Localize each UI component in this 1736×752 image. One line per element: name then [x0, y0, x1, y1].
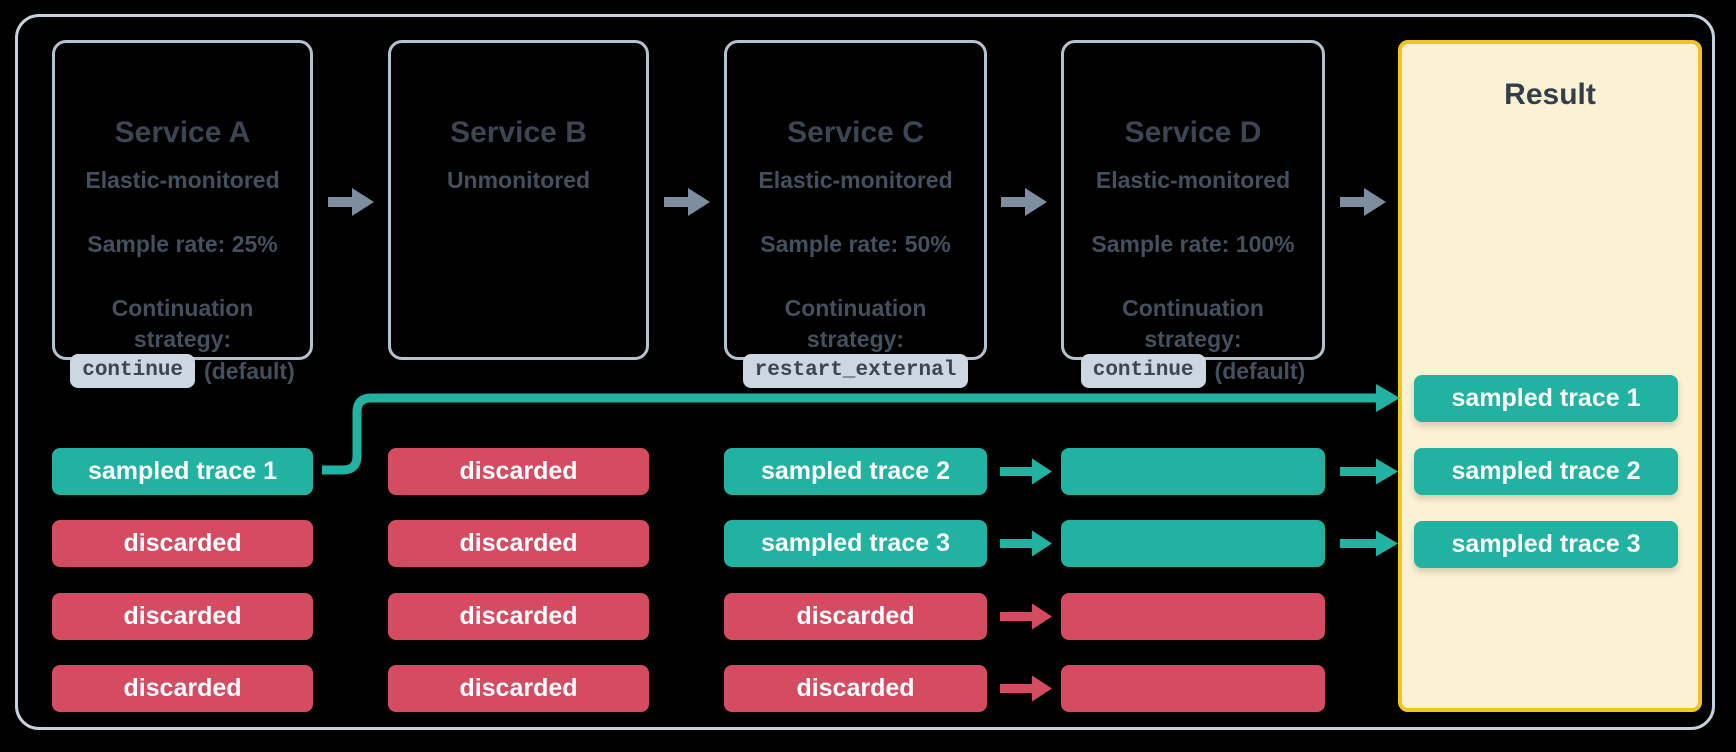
service-b-monitoring: Unmonitored — [446, 167, 591, 193]
trace-bar-d2 — [1061, 520, 1325, 567]
service-d-continuation-label: Continuation — [1122, 295, 1264, 321]
result-title: Result — [1504, 78, 1596, 111]
service-a-strategy-label: strategy: — [133, 326, 232, 352]
service-box-a: Service A Elastic-monitored Sample rate:… — [52, 40, 313, 388]
service-a-continuation-label: Continuation — [111, 295, 254, 321]
trace-bar-c4: discarded — [724, 665, 987, 712]
trace-bar-d3 — [1061, 593, 1325, 640]
result-trace-bar-3: sampled trace 3 — [1414, 521, 1678, 568]
trace-bar-b2: discarded — [388, 520, 649, 567]
service-c-strategy-badge: restart_external — [742, 354, 969, 388]
service-box-b: Service B Unmonitored — [388, 40, 649, 360]
service-d-strategy-badge: continue — [1080, 354, 1206, 388]
service-a-monitoring: Elastic-monitored — [85, 167, 280, 193]
service-c-title: Service C — [787, 116, 924, 149]
trace-bar-b1: discarded — [388, 448, 649, 495]
trace-bar-a1: sampled trace 1 — [52, 448, 313, 495]
trace-bar-c3: discarded — [724, 593, 987, 640]
trace-bar-d1 — [1061, 448, 1325, 495]
service-a-strategy-badge: continue — [70, 354, 196, 388]
trace-bar-a2: discarded — [52, 520, 313, 567]
service-c-continuation-label: Continuation — [784, 295, 927, 321]
service-d-sample-rate: Sample rate: 100% — [1091, 231, 1295, 257]
service-a-title: Service A — [114, 116, 251, 149]
trace-bar-b3: discarded — [388, 593, 649, 640]
service-box-c: Service C Elastic-monitored Sample rate:… — [724, 40, 987, 388]
service-c-strategy-label: strategy: — [806, 326, 905, 352]
result-trace-bar-2: sampled trace 2 — [1414, 448, 1678, 495]
service-d-monitoring: Elastic-monitored — [1095, 167, 1291, 193]
trace-bar-c1: sampled trace 2 — [724, 448, 987, 495]
trace-bar-a4: discarded — [52, 665, 313, 712]
service-box-d: Service D Elastic-monitored Sample rate:… — [1061, 40, 1325, 388]
service-a-strategy-row: continue (default) — [55, 353, 310, 389]
diagram-outer-frame — [15, 14, 1715, 730]
service-d-strategy-label: strategy: — [1144, 326, 1242, 352]
trace-bar-a3: discarded — [52, 593, 313, 640]
service-d-strategy-suffix: (default) — [1214, 357, 1306, 384]
service-b-title: Service B — [450, 116, 587, 149]
service-a-strategy-suffix: (default) — [204, 357, 295, 384]
trace-bar-c2: sampled trace 3 — [724, 520, 987, 567]
service-c-sample-rate: Sample rate: 50% — [760, 231, 951, 257]
result-trace-bar-1: sampled trace 1 — [1414, 375, 1678, 422]
service-d-strategy-row: continue (default) — [1064, 353, 1322, 389]
service-d-title: Service D — [1124, 116, 1262, 149]
service-a-sample-rate: Sample rate: 25% — [87, 231, 278, 257]
trace-bar-d4 — [1061, 665, 1325, 712]
trace-bar-b4: discarded — [388, 665, 649, 712]
service-c-monitoring: Elastic-monitored — [758, 167, 953, 193]
service-c-strategy-row: restart_external — [727, 353, 984, 389]
